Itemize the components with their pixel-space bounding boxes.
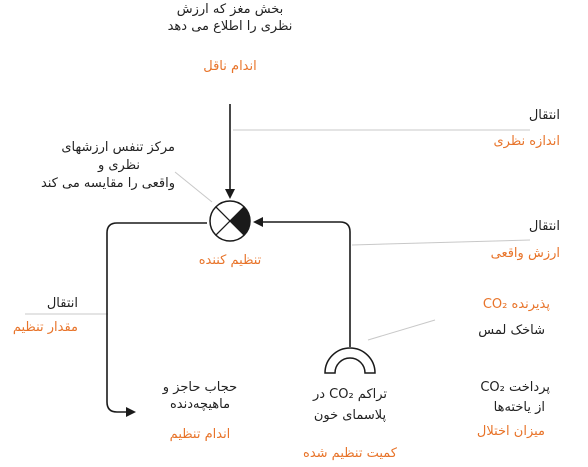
transfer-setpoint-title: انتقال	[528, 108, 560, 123]
effector-line2: ماهیچه‌دنده	[169, 397, 231, 412]
leader-receptor	[367, 319, 436, 341]
effector-line1: حجاب حاجز و	[162, 380, 238, 395]
transfer-actual-sub: ارزش واقعی	[490, 246, 560, 261]
transmitter-organ-label: اندام ناقل	[203, 59, 257, 74]
output-arrow	[106, 222, 207, 417]
controlled-line2: پلاسمای خون	[313, 408, 387, 423]
transfer-adjust-sub: مقدار تنظیم	[12, 320, 78, 335]
controlled-line1: تراکم CO₂ در	[312, 387, 388, 402]
feedback-arrow	[253, 217, 351, 347]
disturbance-line1: پرداخت CO₂	[480, 380, 550, 395]
disturbance-line2: از یاخته‌ها	[493, 400, 545, 415]
brain-part-line1: بخش مغز که ارزش	[176, 2, 284, 17]
brain-part-line2: نظری را اطلاع می دهد	[167, 19, 293, 34]
sensor-label: شاخک لمس	[478, 323, 545, 338]
effector-role: اندام تنظیم	[169, 427, 231, 442]
leader-center	[174, 171, 213, 203]
disturbance-role: میزان اختلال	[476, 424, 545, 439]
regulator-icon	[209, 200, 251, 242]
transfer-setpoint-sub: اندازه نظری	[493, 134, 560, 149]
controlled-role: کمیت تنظیم شده	[303, 446, 397, 461]
leader-actual	[351, 239, 531, 246]
transfer-actual-title: انتقال	[528, 219, 560, 234]
respiratory-center-line2: نظری و	[97, 158, 140, 173]
transfer-adjust-title: انتقال	[46, 296, 78, 311]
sensor-icon	[324, 347, 376, 374]
respiratory-center-line1: مرکز تنفس ارزشهای	[61, 140, 175, 155]
co2-receptor-label: پذیرنده CO₂	[482, 297, 550, 312]
regulator-label: تنظیم کننده	[198, 253, 262, 268]
respiratory-center-line3: واقعی را مقایسه می کند	[40, 176, 175, 191]
